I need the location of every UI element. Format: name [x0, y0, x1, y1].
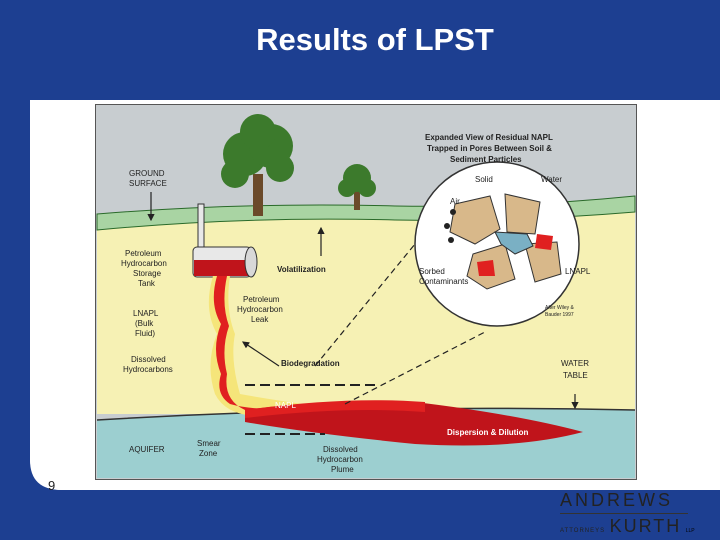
inset-view — [414, 161, 580, 327]
logo-divider — [560, 513, 688, 514]
inset-pointer-1 — [314, 243, 416, 367]
company-logo: ANDREWS ATTORNEYS KURTH LLP — [560, 490, 710, 538]
inset-title-2: Trapped in Pores Between Soil & — [427, 144, 552, 153]
slide-title: Results of LPST — [256, 22, 494, 57]
slide-number: 9 — [48, 478, 56, 493]
plume-label-1: Dissolved — [323, 445, 358, 454]
inset-citation-2: Bauder 1997 — [545, 312, 574, 318]
logo-large-text: KURTH — [609, 516, 682, 536]
soil-particle-2 — [504, 193, 541, 235]
tank-label-4: Tank — [138, 279, 156, 288]
lnapl-blob-2 — [477, 260, 495, 276]
biodegradation-label: Biodegradation — [281, 359, 340, 368]
lpst-diagram: Expanded View of Residual NAPL Trapped i… — [95, 104, 637, 480]
leak-label-3: Leak — [251, 315, 269, 324]
logo-suffix: LLP — [685, 528, 695, 534]
water-table-label-1: WATER — [561, 359, 589, 368]
storage-tank-icon — [192, 246, 258, 278]
left-accent-band — [0, 0, 30, 540]
inset-citation-1: After Wiley & — [545, 305, 575, 311]
dissolved-label-1: Dissolved — [131, 355, 166, 364]
inset-water-label: Water — [541, 175, 562, 184]
inset-title-3: Sediment Particles — [450, 155, 522, 164]
large-tree-icon — [221, 114, 294, 216]
soil-particle-1 — [449, 195, 501, 245]
inset-sorbed-label-2: Contaminants — [419, 277, 468, 286]
smear-zone — [245, 400, 425, 418]
tank-pipe — [197, 203, 205, 250]
leak-label-1: Petroleum — [243, 295, 280, 304]
water-film — [494, 231, 534, 255]
logo-top-text: ANDREWS — [560, 490, 674, 510]
tank-label-1: Petroleum — [125, 249, 162, 258]
inset-lnapl-label: LNAPL — [565, 267, 591, 276]
inset-pointer-2 — [344, 331, 486, 405]
biodegradation-arrow — [242, 341, 280, 367]
small-tree-icon — [338, 164, 376, 210]
lnapl-label-2: (Bulk — [135, 319, 154, 328]
lnapl-label-3: Fluid) — [135, 329, 155, 338]
tank-label-2: Hydrocarbon — [121, 259, 167, 268]
inset-solid-label: Solid — [475, 175, 493, 184]
volatilization-label: Volatilization — [277, 265, 326, 274]
inset-title-1: Expanded View of Residual NAPL — [425, 133, 553, 142]
napl-label: NAPL — [275, 401, 296, 410]
lnapl-label-1: LNAPL — [133, 309, 159, 318]
dissolved-plume — [245, 401, 583, 446]
aquifer-label: AQUIFER — [129, 445, 165, 454]
header-bar — [30, 0, 720, 100]
inset-sorbed-label-1: Sorbed — [419, 267, 445, 276]
logo-small-text: ATTORNEYS — [560, 528, 606, 534]
smear-label-1: Smear — [197, 439, 221, 448]
inset-air-label: Air — [450, 197, 460, 206]
dissolved-label-2: Hydrocarbons — [123, 365, 173, 374]
water-table-label-2: TABLE — [563, 371, 588, 380]
plume-label-2: Hydrocarbon — [317, 455, 363, 464]
tank-label-3: Storage — [133, 269, 162, 278]
dispersion-label: Dispersion & Dilution — [447, 428, 528, 437]
grass-layer — [96, 195, 636, 231]
ground-label-2: SURFACE — [129, 179, 167, 188]
ground-label-1: GROUND — [129, 169, 165, 178]
lnapl-blob — [535, 234, 553, 250]
smear-label-2: Zone — [199, 449, 218, 458]
plume-label-3: Plume — [331, 465, 354, 474]
leak-label-2: Hydrocarbon — [237, 305, 283, 314]
